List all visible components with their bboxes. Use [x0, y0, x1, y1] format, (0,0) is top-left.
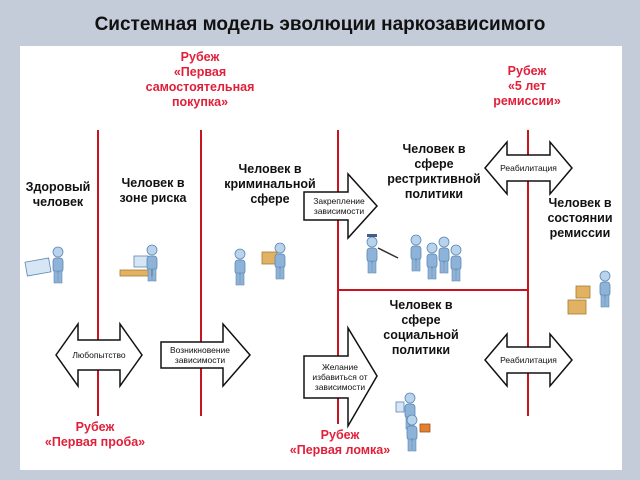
person-with-box-icon [234, 242, 286, 286]
diagram-canvas [24, 130, 611, 452]
arrow-label-rehab-bottom: Реабилитация [500, 355, 557, 365]
arrow-label-curiosity: Любопытство [72, 350, 126, 360]
dependency-onset-arrow [160, 321, 251, 389]
worker-at-drawing-table-icon [24, 246, 64, 284]
person-with-briefcase-icon [406, 414, 431, 452]
curiosity-arrow [55, 321, 143, 389]
arrow-label-rehab-top: Реабилитация [500, 163, 557, 173]
page-title: Системная модель эволюции наркозависимог… [94, 14, 546, 35]
rehab-top-arrow [484, 139, 573, 197]
quit-desire-arrow [303, 325, 378, 429]
milestone-first-withdrawal: Рубеж«Первая ломка» [289, 428, 391, 457]
person-at-computer-icon [119, 244, 158, 282]
person-with-document-icon [395, 392, 416, 430]
person-with-boxes-icon [567, 270, 611, 315]
prisoner-group-icon [410, 234, 462, 282]
police-officer-icon [366, 234, 399, 274]
rehab-bottom-arrow [484, 331, 573, 389]
dependency-fixation-arrow [303, 172, 379, 240]
milestone-first-try: Рубеж«Первая проба» [44, 420, 146, 449]
